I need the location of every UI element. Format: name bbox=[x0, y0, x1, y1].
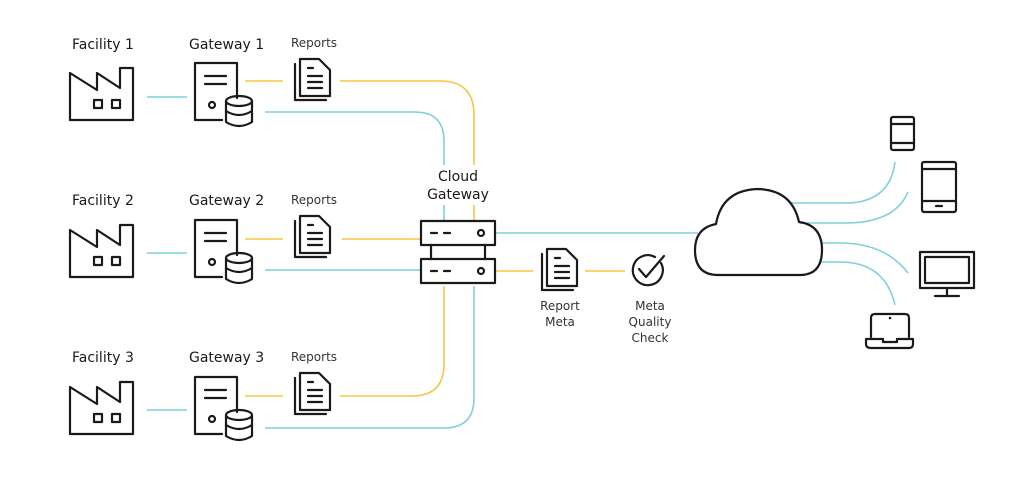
gateway-server-database-icon bbox=[193, 61, 254, 128]
cloud-gateway-label-line1: Cloud bbox=[438, 169, 478, 185]
gateway-server-database-icon bbox=[193, 375, 254, 442]
report-meta-label-line1: Report bbox=[540, 299, 580, 313]
report-meta-document-icon bbox=[540, 247, 579, 292]
facility-row-2: Facility 2 Gateway 2 Reports bbox=[68, 193, 337, 285]
reports-1-label: Reports bbox=[291, 36, 337, 50]
laptop-icon bbox=[864, 312, 915, 350]
gateway-3-label: Gateway 3 bbox=[189, 350, 264, 366]
reports-1-to-cloud-gateway-line bbox=[340, 80, 475, 165]
facility-3-label: Facility 3 bbox=[72, 350, 134, 366]
reports-3-to-cloud-gateway-line bbox=[340, 286, 445, 397]
meta-quality-check-label-line1: Meta bbox=[635, 299, 665, 313]
gateway-server-database-icon bbox=[193, 218, 254, 285]
connections bbox=[147, 80, 909, 429]
monitor-icon bbox=[918, 250, 976, 298]
meta-quality-check-label-line3: Check bbox=[632, 331, 669, 345]
facility-row-1: Facility 1 Gateway 1 Reports bbox=[68, 36, 337, 128]
cloud-to-laptop-line bbox=[820, 261, 896, 306]
reports-document-icon bbox=[293, 371, 332, 416]
check-circle-icon bbox=[631, 254, 666, 287]
devices bbox=[864, 115, 976, 350]
report-meta-label-line2: Meta bbox=[545, 315, 575, 329]
factory-icon bbox=[68, 380, 135, 436]
gateway-1-to-cloud-gateway-line bbox=[265, 111, 445, 165]
reports-document-icon bbox=[293, 214, 332, 259]
rack-server-icon bbox=[419, 219, 497, 285]
cloud-gateway: Cloud Gateway bbox=[419, 169, 497, 285]
gateway-2-label: Gateway 2 bbox=[189, 193, 264, 209]
cloud-icon bbox=[693, 187, 824, 277]
cloud-gateway-label-line2: Gateway bbox=[427, 187, 489, 203]
reports-2-label: Reports bbox=[291, 193, 337, 207]
cloud-to-monitor-line bbox=[822, 242, 909, 274]
meta-quality-check: Meta Quality Check bbox=[629, 254, 672, 345]
facility-2-label: Facility 2 bbox=[72, 193, 134, 209]
gateway-3-to-cloud-gateway-line bbox=[265, 286, 475, 429]
smartphone-icon bbox=[889, 115, 916, 152]
gateway-1-label: Gateway 1 bbox=[189, 37, 264, 53]
cloud-to-smartphone-line bbox=[790, 161, 896, 204]
factory-icon bbox=[68, 223, 135, 279]
meta-quality-check-label-line2: Quality bbox=[629, 315, 672, 329]
reports-document-icon bbox=[293, 57, 332, 102]
reports-3-label: Reports bbox=[291, 350, 337, 364]
facility-row-3: Facility 3 Gateway 3 Reports bbox=[68, 350, 337, 442]
tablet-icon bbox=[920, 160, 958, 214]
factory-icon bbox=[68, 66, 135, 122]
cloud-to-tablet-line bbox=[800, 191, 909, 224]
report-meta: Report Meta bbox=[540, 247, 580, 329]
facility-1-label: Facility 1 bbox=[72, 37, 134, 53]
